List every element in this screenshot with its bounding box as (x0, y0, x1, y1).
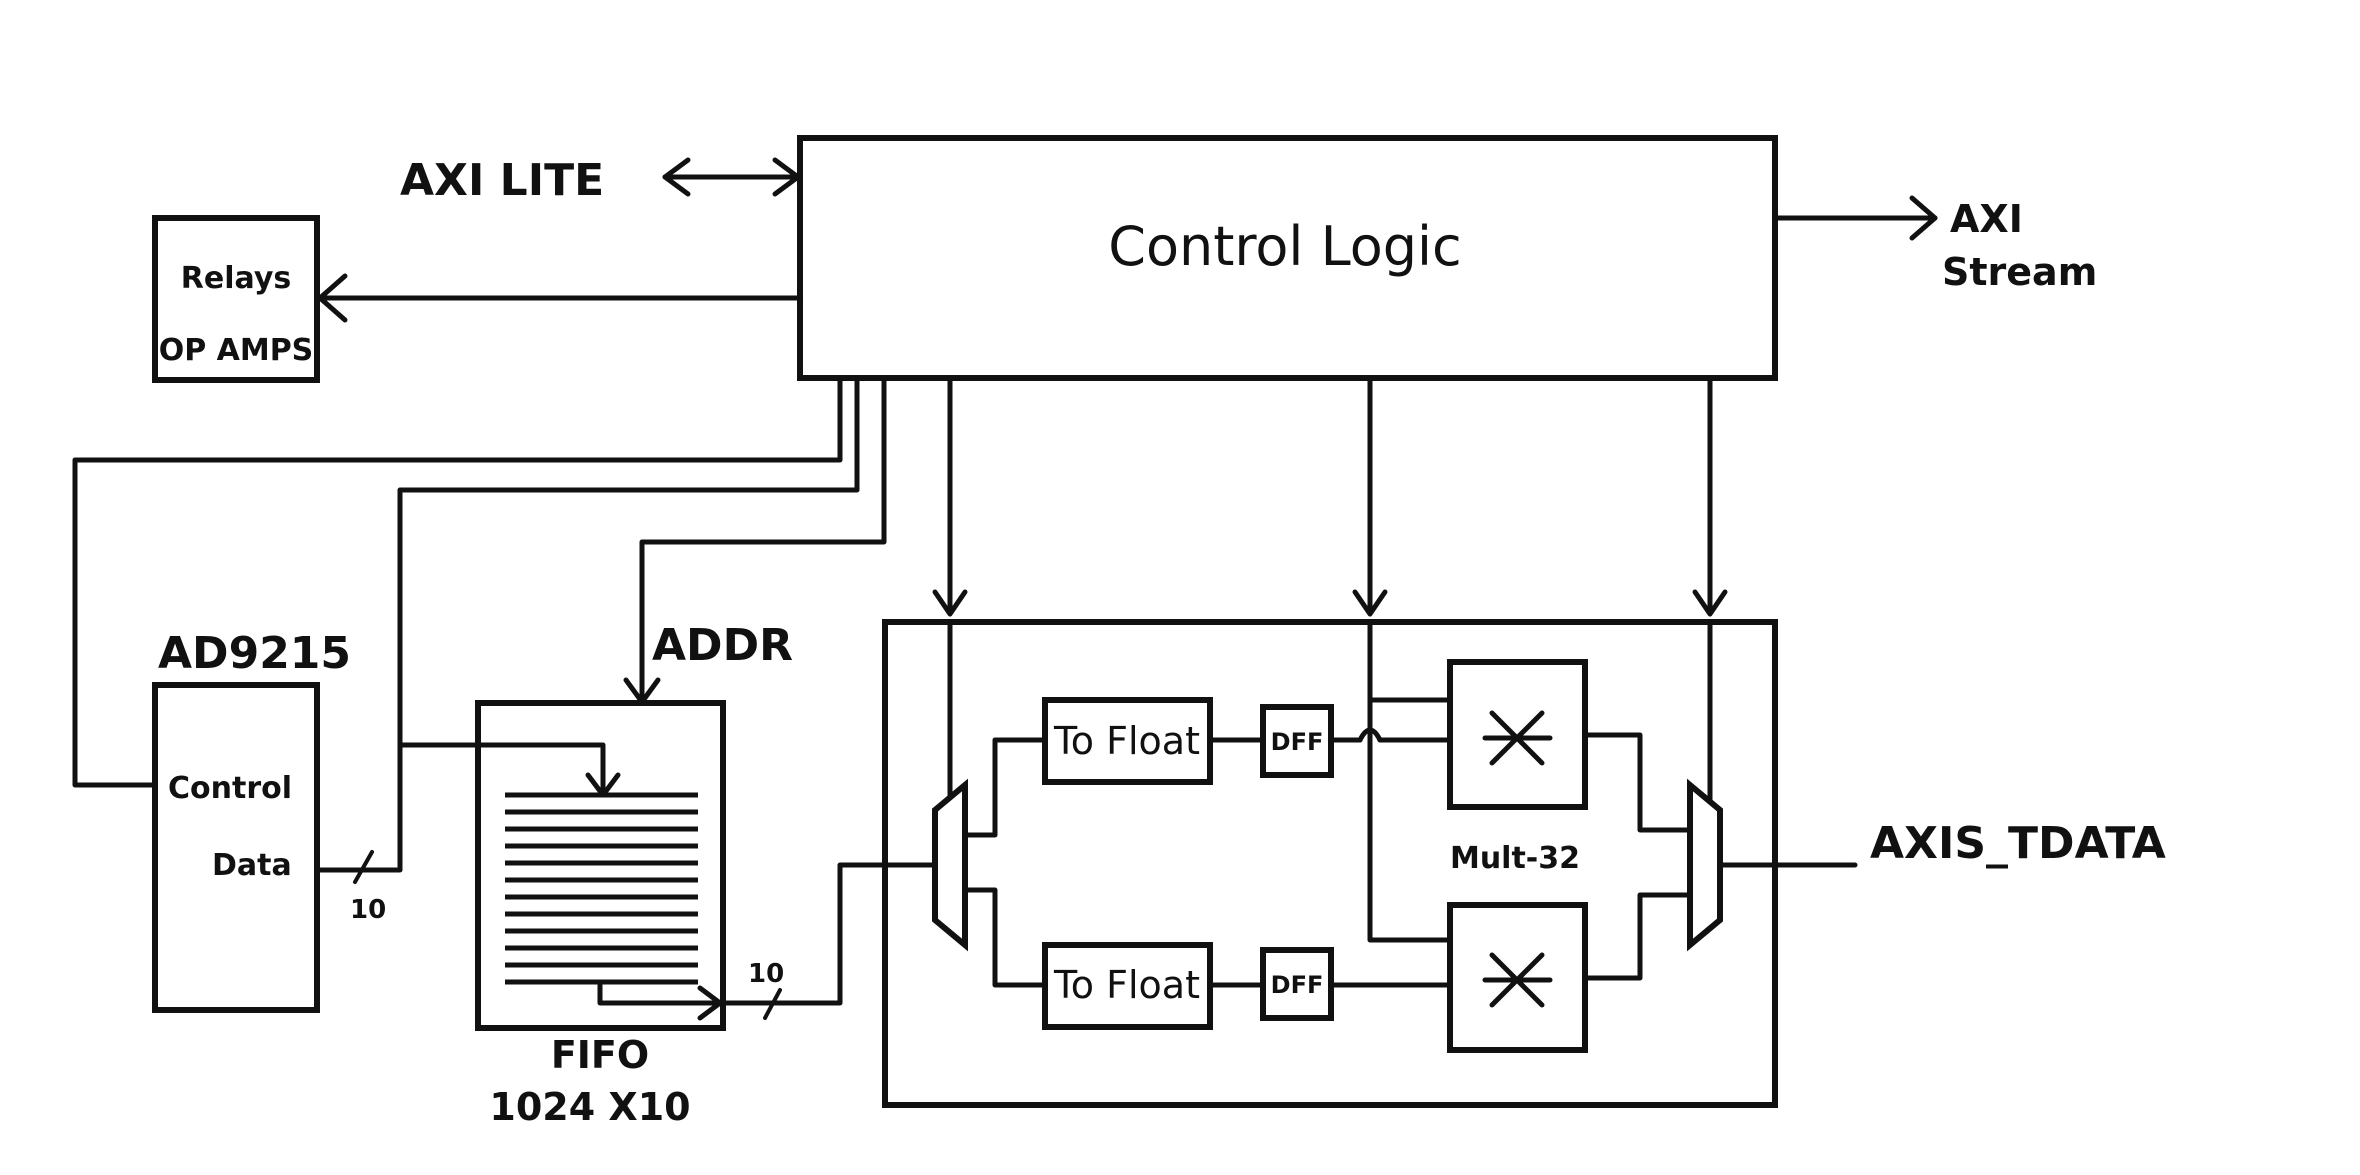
bus-slash-adc (353, 850, 374, 884)
axis-tdata-label: AXIS_TDATA (1870, 818, 2166, 869)
fifo-label-line2: 1024 X10 (489, 1085, 690, 1129)
axi-lite-arrow-left-icon (662, 157, 691, 197)
ctrl-arrow-2-icon (1352, 589, 1388, 617)
relays-label-line2: OP AMPS (159, 333, 314, 368)
to-float-bottom-label: To Float (1053, 963, 1200, 1007)
control-wires (72, 377, 887, 873)
relays-label-line1: Relays (181, 261, 291, 296)
ad9215-data-label: Data (212, 848, 292, 883)
axi-stream-arrow-icon (1909, 195, 1938, 241)
to-float-top-label: To Float (1053, 719, 1200, 763)
axi-lite-arrow-right-icon (772, 157, 801, 197)
axi-lite-label: AXI LITE (400, 155, 604, 206)
addr-label: ADDR (652, 620, 793, 671)
control-logic-label: Control Logic (1108, 215, 1462, 278)
relays-arrow-icon (317, 273, 348, 323)
fifo-out-arrow-icon (697, 985, 723, 1021)
control-logic-block: Control Logic (797, 135, 1778, 381)
axis-tdata-port: AXIS_TDATA (1717, 818, 2166, 869)
axi-stream-port: AXI Stream (1772, 195, 2097, 294)
bus-slash-fifo (763, 988, 782, 1020)
mux-shape (1687, 778, 1723, 952)
ctrl-arrow-1-icon (932, 589, 968, 617)
axi-stream-label-line1: AXI (1950, 197, 2023, 241)
axi-lite-port: AXI LITE (400, 155, 801, 206)
fifo-output-wire: 10 (597, 862, 938, 1021)
ctrl-arrow-3-icon (1692, 589, 1728, 617)
mult-label: Mult-32 (1450, 841, 1580, 876)
ad9215-title: AD9215 (158, 628, 351, 679)
dff-bottom-label: DFF (1271, 971, 1324, 999)
bus-width-fifo: 10 (748, 959, 784, 989)
demux-shape (932, 778, 968, 952)
dff-top-label: DFF (1271, 728, 1324, 756)
multiplier-bottom (1447, 902, 1588, 1053)
multiplier-top (1447, 659, 1588, 810)
fifo-rows (505, 792, 698, 985)
bus-width-adc: 10 (350, 895, 386, 925)
fifo-block: FIFO 1024 X10 (475, 700, 726, 1129)
relays-block: Relays OP AMPS (152, 215, 803, 383)
ad9215-control-label: Control (168, 771, 292, 806)
ad9215-block: AD9215 Control Data 10 (152, 628, 386, 1013)
fifo-label-line1: FIFO (551, 1033, 649, 1077)
axi-stream-label-line2: Stream (1942, 250, 2097, 294)
processing-block: To Float DFF To Float DFF Mult-32 (882, 377, 1778, 1108)
